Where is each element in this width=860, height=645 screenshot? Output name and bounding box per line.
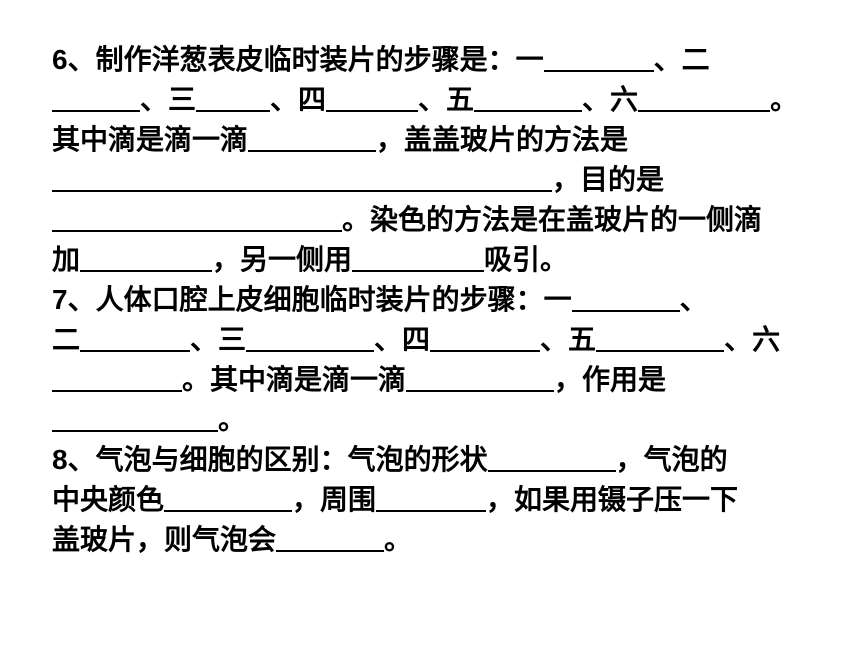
q8-text: 、气泡与细胞的区别：气泡的形状 [67, 443, 488, 476]
worksheet: 6、制作洋葱表皮临时装片的步骤是：一、二 、三、四、五、六。 其中滴是滴一滴，盖… [52, 40, 842, 560]
q7-line-4: 。 [52, 400, 842, 440]
q7-text: 二 [52, 323, 81, 356]
answer-blank[interactable] [52, 200, 342, 232]
q6-line-6: 加 ，另一侧用 吸引。 [52, 240, 842, 280]
q8-number: 8 [52, 444, 68, 475]
q6-number: 6 [52, 44, 68, 75]
q7-text: 、六 [724, 323, 781, 356]
q6-text: 。染色的方法是在盖玻片的一侧滴 [342, 203, 763, 236]
q6-text: 、四 [270, 83, 327, 116]
answer-blank[interactable] [376, 480, 487, 512]
answer-blank[interactable] [52, 160, 552, 192]
q7-text: 、 [679, 283, 708, 316]
q8-text: ，气泡的 [615, 443, 728, 476]
q7-line-3: 。其中滴是滴一滴 ，作用是 [52, 360, 842, 400]
answer-blank[interactable] [52, 80, 140, 112]
q7-text: 、三 [190, 323, 247, 356]
answer-blank[interactable] [276, 520, 385, 552]
q6-text: 、五 [418, 83, 475, 116]
q6-text: 加 [52, 243, 81, 276]
q6-text: ，盖盖玻片的方法是 [376, 123, 629, 156]
q6-text: 其中滴是滴一滴 [52, 123, 249, 156]
q6-text: 、三 [140, 83, 197, 116]
q6-text: 、制作洋葱表皮临时装片的步骤是：一 [67, 43, 544, 76]
q7-line-2: 二 、三 、四 、五 、六 [52, 320, 842, 360]
answer-blank[interactable] [196, 80, 271, 112]
answer-blank[interactable] [164, 480, 293, 512]
answer-blank[interactable] [487, 440, 616, 472]
q6-line-3: 其中滴是滴一滴 ，盖盖玻片的方法是 [52, 120, 842, 160]
answer-blank[interactable] [474, 80, 583, 112]
q7-text: 。 [218, 403, 247, 436]
answer-blank[interactable] [326, 80, 419, 112]
answer-blank[interactable] [80, 240, 213, 272]
answer-blank[interactable] [352, 240, 485, 272]
q7-text: 。其中滴是滴一滴 [182, 363, 407, 396]
q6-text: 、二 [653, 43, 710, 76]
q8-line-3: 盖玻片，则气泡会 。 [52, 520, 842, 560]
q8-text: ，周围 [292, 483, 377, 516]
q6-line-2: 、三 、四 、五 、六 。 [52, 80, 842, 120]
answer-blank[interactable] [638, 80, 771, 112]
q7-text: 、五 [540, 323, 597, 356]
answer-blank[interactable] [596, 320, 725, 352]
q6-text: ，目的是 [552, 163, 665, 196]
answer-blank[interactable] [248, 120, 377, 152]
q7-text: 、人体口腔上皮细胞临时装片的步骤：一 [67, 283, 572, 316]
q6-line-1: 6、制作洋葱表皮临时装片的步骤是：一 、二 [52, 40, 842, 80]
answer-blank[interactable] [52, 360, 182, 392]
q6-text: ，另一侧用 [212, 243, 353, 276]
answer-blank[interactable] [571, 280, 680, 312]
q7-text: 、四 [374, 323, 431, 356]
answer-blank[interactable] [543, 40, 654, 72]
q6-text: 、六 [582, 83, 639, 116]
answer-blank[interactable] [430, 320, 541, 352]
q7-number: 7 [52, 284, 68, 315]
q8-text: 盖玻片，则气泡会 [52, 523, 277, 556]
q7-text: ，作用是 [554, 363, 667, 396]
q8-text: 中央颜色 [52, 483, 165, 516]
q6-text: 。 [770, 83, 799, 116]
answer-blank[interactable] [246, 320, 375, 352]
q8-line-2: 中央颜色 ，周围 ，如果用镊子压一下 [52, 480, 842, 520]
q8-text: ，如果用镊子压一下 [486, 483, 739, 516]
q8-line-1: 8、气泡与细胞的区别：气泡的形状 ，气泡的 [52, 440, 842, 480]
q7-line-1: 7、人体口腔上皮细胞临时装片的步骤：一 、 [52, 280, 842, 320]
q8-text: 。 [384, 523, 413, 556]
answer-blank[interactable] [406, 360, 555, 392]
q6-line-5: 。染色的方法是在盖玻片的一侧滴 [52, 200, 842, 240]
answer-blank[interactable] [52, 400, 218, 432]
q6-line-4: ，目的是 [52, 160, 842, 200]
answer-blank[interactable] [80, 320, 191, 352]
q6-text: 吸引。 [484, 243, 569, 276]
